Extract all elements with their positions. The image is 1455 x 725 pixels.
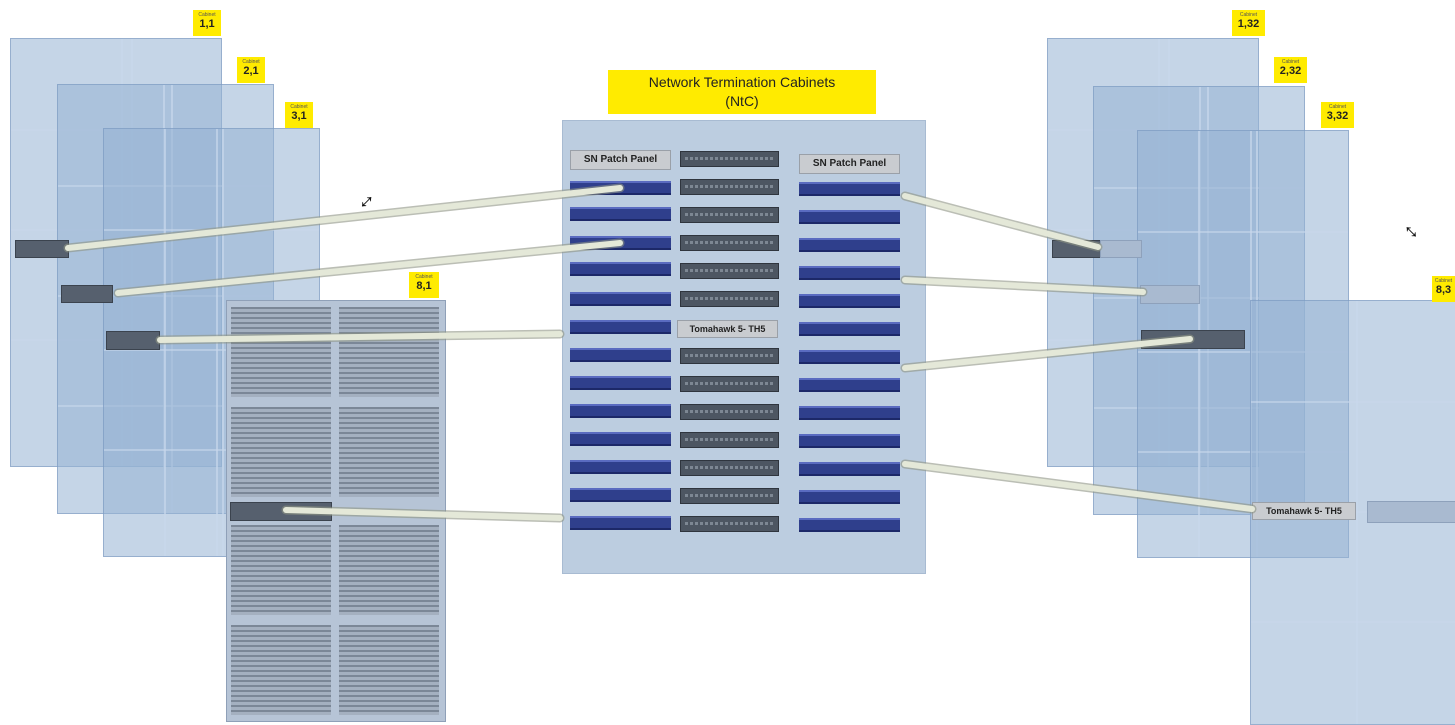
cable: [902, 277, 1146, 295]
patch-panel-left: [570, 404, 671, 418]
sn-patch-panel-left-label: SN Patch Panel: [570, 150, 671, 170]
tomahawk-switch: [680, 516, 779, 532]
ntc-title: Network Termination Cabinets (NtC): [608, 70, 876, 114]
tomahawk-switch: [680, 376, 779, 392]
ntc-title-line2: (NtC): [725, 93, 759, 109]
cable: [902, 336, 1193, 371]
tomahawk-switch: [680, 263, 779, 279]
tomahawk-switch: [680, 404, 779, 420]
patch-panel-right: [799, 182, 900, 196]
patch-panel-right: [799, 378, 900, 392]
switch-port-cabinet-2-1: [61, 285, 113, 303]
tomahawk-switch: [680, 432, 779, 448]
sn-patch-panel-right-label: SN Patch Panel: [799, 154, 900, 174]
patch-panel-left: [570, 376, 671, 390]
patch-panel-right: [799, 238, 900, 252]
patch-panel-left: [570, 432, 671, 446]
tomahawk-switch: [680, 151, 779, 167]
switch-port-cabinet-8-3: [1367, 501, 1455, 523]
tomahawk-switch: [680, 235, 779, 251]
patch-panel-left: [570, 292, 671, 306]
tomahawk-switch: [680, 179, 779, 195]
patch-panel-right: [799, 266, 900, 280]
patch-panel-left: [570, 320, 671, 334]
patch-panel-right: [799, 434, 900, 448]
patch-panel-right: [799, 406, 900, 420]
patch-panel-left: [570, 516, 671, 530]
cable: [115, 240, 623, 296]
patch-panel-left: [570, 460, 671, 474]
tomahawk-switch: [680, 207, 779, 223]
patch-panel-right: [799, 350, 900, 364]
cable: [283, 507, 563, 521]
patch-panel-right: [799, 462, 900, 476]
patch-panel-left: [570, 348, 671, 362]
ntc-title-line1: Network Termination Cabinets: [648, 74, 836, 90]
cable: [902, 461, 1255, 512]
tomahawk-switch-label: Tomahawk 5- TH5: [677, 320, 778, 338]
patch-panel-right: [799, 294, 900, 308]
tomahawk-switch: [680, 460, 779, 476]
patch-panel-left: [570, 262, 671, 276]
tomahawk-switch: [680, 291, 779, 307]
patch-panel-left: [570, 488, 671, 502]
patch-panel-right: [799, 518, 900, 532]
patch-panel-right: [799, 210, 900, 224]
tomahawk-switch: [680, 488, 779, 504]
cable: [65, 185, 623, 251]
patch-panel-right: [799, 322, 900, 336]
patch-panel-right: [799, 490, 900, 504]
cable: [157, 331, 563, 343]
tomahawk-switch: [680, 348, 779, 364]
patch-panel-left: [570, 207, 671, 221]
cable: [902, 193, 1101, 250]
